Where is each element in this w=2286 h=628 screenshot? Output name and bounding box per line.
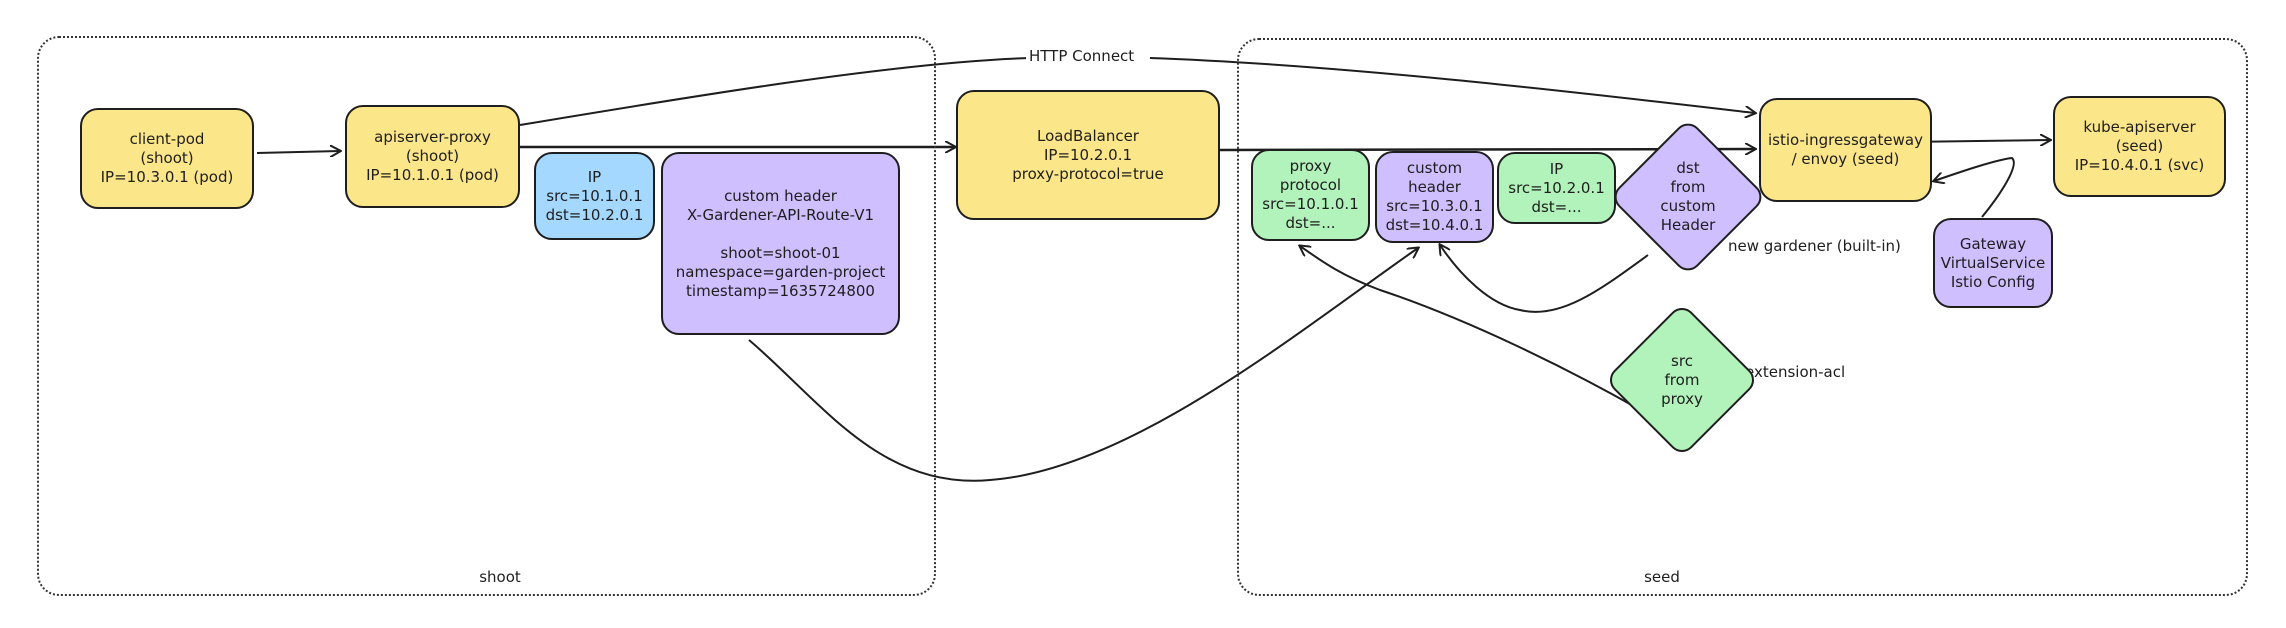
client-pod-node[interactable]: client-pod (shoot) IP=10.3.0.1 (pod) [80,108,254,209]
dst-diamond-line-3: custom [1660,197,1716,215]
ip-packet-seed[interactable]: IP src=10.2.0.1 dst=... [1497,152,1616,224]
ip-shoot-title: IP [587,167,602,186]
arrow-dst-to-header [1440,245,1649,313]
custom-header-seed-src: src=10.3.0.1 [1386,197,1483,215]
ip-shoot-src: src=10.1.0.1 [546,186,643,205]
loadbalancer-node[interactable]: LoadBalancer IP=10.2.0.1 proxy-protocol=… [956,90,1220,220]
custom-header-shoot-name: X-Gardener-API-Route-V1 [686,205,874,224]
gateway-config-node[interactable]: Gateway VirtualService Istio Config [1933,218,2053,308]
apiserver-proxy-title: apiserver-proxy [374,128,491,146]
custom-header-shoot-shoot: shoot=shoot-01 [720,243,841,262]
src-diamond-line-1: src [1671,351,1693,370]
apiserver-proxy-cluster: (shoot) [405,147,460,165]
shoot-group [37,36,936,596]
loadbalancer-ip: IP=10.2.0.1 [1043,145,1133,164]
custom-header-seed-title-1: custom [1406,159,1463,177]
proxy-protocol-title-1: proxy [1289,157,1332,175]
arrow-header-shoot-to-seed [748,248,1418,482]
client-pod-cluster: (shoot) [140,149,194,167]
new-gardener-label: new gardener (built-in) [1728,237,1901,255]
proxy-protocol-node[interactable]: proxy protocol src=10.1.0.1 dst=... [1251,149,1370,241]
ip-seed-title: IP [1549,159,1564,178]
gateway-config-line-3: Istio Config [1950,272,2036,291]
custom-header-seed-dst: dst=10.4.0.1 [1385,216,1484,234]
arrow-config-to-gateway [1934,156,2015,218]
istio-ingressgateway-node[interactable]: istio-ingressgateway / envoy (seed) [1759,98,1932,202]
kube-apiserver-cluster: (seed) [2115,137,2164,155]
ip-seed-src: src=10.2.0.1 [1508,178,1605,197]
loadbalancer-title: LoadBalancer [1037,126,1139,145]
kube-apiserver-ip: IP=10.4.0.1 (svc) [2074,156,2205,174]
apiserver-proxy-ip: IP=10.1.0.1 (pod) [366,166,499,184]
loadbalancer-proxy-protocol: proxy-protocol=true [1012,164,1164,183]
gateway-config-line-1: Gateway [1959,234,2027,253]
src-diamond-text: src from proxy [1612,310,1752,450]
custom-header-shoot[interactable]: custom header X-Gardener-API-Route-V1 sh… [661,152,900,335]
proxy-protocol-src: src=10.1.0.1 [1262,195,1359,213]
gateway-config-line-2: VirtualService [1940,253,2046,272]
ip-packet-shoot[interactable]: IP src=10.1.0.1 dst=10.2.0.1 [534,152,655,240]
proxy-protocol-dst: dst=... [1285,214,1336,232]
extension-acl-label: extension-acl [1745,363,1846,381]
kube-apiserver-node[interactable]: kube-apiserver (seed) IP=10.4.0.1 (svc) [2053,96,2226,197]
dst-diamond-text: dst from custom Header [1617,126,1759,268]
seed-group [1237,38,2248,596]
client-pod-ip: IP=10.3.0.1 (pod) [100,168,234,186]
custom-header-shoot-timestamp: timestamp=1635724800 [686,281,875,300]
arrow-client-to-proxy [256,151,340,153]
istio-gateway-subtitle: / envoy (seed) [1791,150,1900,168]
shoot-group-label: shoot [479,568,521,586]
dst-diamond-line-2: from [1670,178,1706,196]
custom-header-shoot-title: custom header [724,186,837,205]
arrow-src-to-proxy [1300,246,1638,409]
src-diamond-line-3: proxy [1661,389,1703,408]
proxy-protocol-title-2: protocol [1279,176,1342,194]
istio-gateway-title: istio-ingressgateway [1768,131,1923,149]
client-pod-title: client-pod [129,130,205,148]
src-diamond-line-2: from [1664,370,1700,389]
custom-header-seed-title-2: header [1408,178,1461,196]
ip-seed-dst: dst=... [1531,197,1582,216]
dst-diamond-line-1: dst [1676,159,1700,177]
http-connect-label: HTTP Connect [1026,47,1138,65]
kube-apiserver-title: kube-apiserver [2083,118,2196,136]
arrow-http-connect [519,57,1755,126]
custom-header-seed[interactable]: custom header src=10.3.0.1 dst=10.4.0.1 [1375,151,1494,243]
apiserver-proxy-node[interactable]: apiserver-proxy (shoot) IP=10.1.0.1 (pod… [345,105,520,208]
ip-shoot-dst: dst=10.2.0.1 [545,205,644,224]
seed-group-label: seed [1644,568,1680,586]
custom-header-shoot-namespace: namespace=garden-project [675,262,886,281]
dst-diamond-line-4: Header [1660,216,1716,234]
